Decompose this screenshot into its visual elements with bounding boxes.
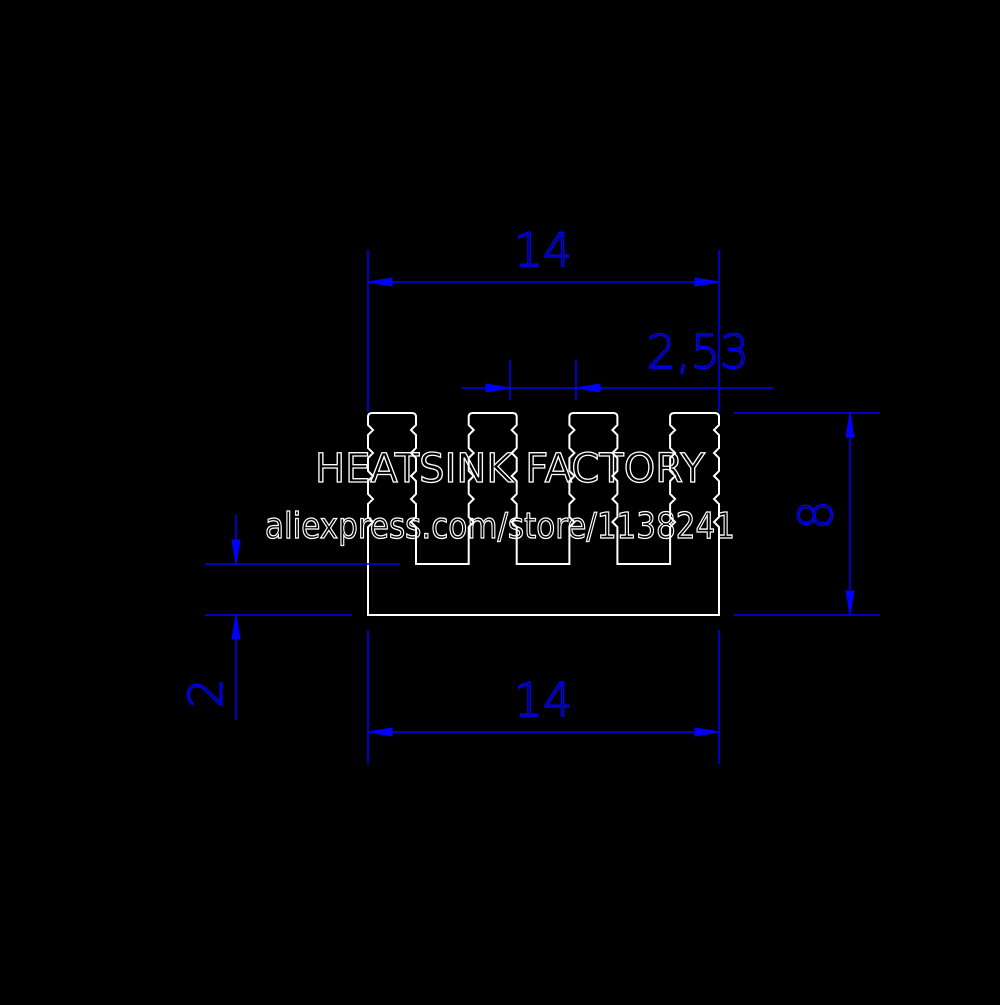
watermark-line1: HEATSINK FACTORY bbox=[315, 446, 706, 492]
top-width-label: 14 bbox=[514, 223, 573, 277]
top-width-arrow-left bbox=[367, 277, 393, 287]
top-width-dimension: 14 bbox=[367, 222, 720, 412]
bottom-width-dimension: 14 bbox=[367, 630, 720, 764]
watermark-line2: aliexpress.com/store/1138241 bbox=[265, 506, 735, 547]
top-width-arrow-right bbox=[694, 277, 720, 287]
base-label: 2 bbox=[179, 678, 233, 707]
fin-pitch-dimension: 2,53 bbox=[462, 324, 773, 400]
bottom-width-arrow-right bbox=[694, 727, 720, 737]
base-thickness-dimension: 2 bbox=[178, 515, 400, 720]
fin-pitch-label: 2,53 bbox=[647, 325, 749, 379]
fin-pitch-arrow-right bbox=[575, 383, 601, 393]
height-dimension: 8 bbox=[734, 412, 880, 616]
bottom-width-label: 14 bbox=[514, 673, 573, 727]
heatsink-profile-outline bbox=[367, 412, 720, 616]
height-label: 8 bbox=[789, 500, 843, 529]
fin-pitch-arrow-left bbox=[485, 383, 511, 393]
height-arrow-top bbox=[845, 412, 855, 438]
watermark: HEATSINK FACTORY aliexpress.com/store/11… bbox=[264, 445, 735, 547]
base-arrow-top bbox=[231, 539, 241, 565]
height-arrow-bottom bbox=[845, 590, 855, 616]
base-arrow-bottom bbox=[231, 614, 241, 640]
bottom-width-arrow-left bbox=[367, 727, 393, 737]
